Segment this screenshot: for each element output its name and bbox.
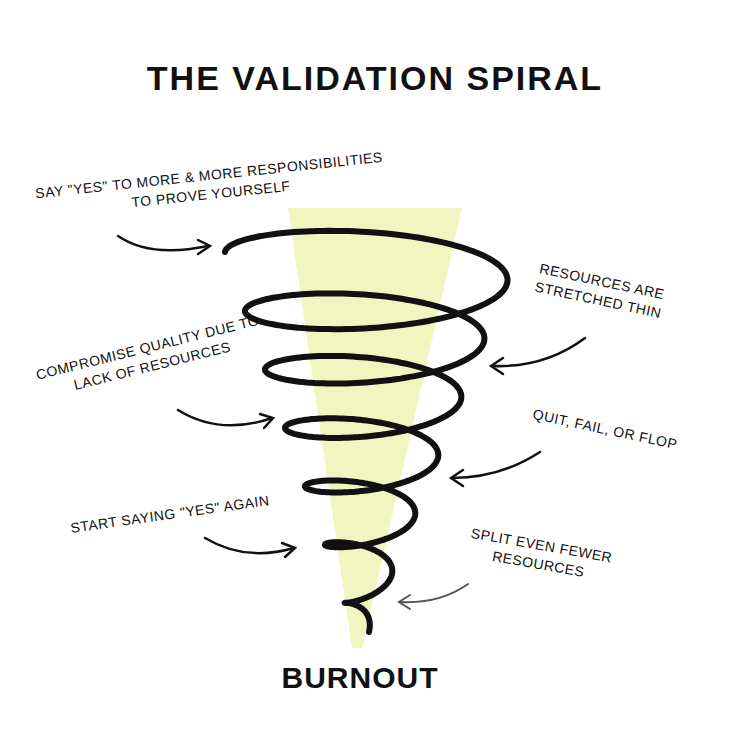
arrow-head <box>399 595 410 609</box>
arrow-head <box>282 543 295 557</box>
arrow-head <box>451 470 463 486</box>
leader-arrow <box>205 538 294 553</box>
leader-arrow <box>400 584 468 602</box>
end-label: BURNOUT <box>225 658 495 699</box>
step-label: COMPROMISE QUALITY DUE TO LACK OF RESOUR… <box>19 307 280 407</box>
leader-arrow <box>452 452 540 478</box>
leader-arrow <box>492 338 585 366</box>
light-cone <box>288 208 462 648</box>
title: THE VALIDATION SPIRAL <box>40 56 710 102</box>
step-label: QUIT, FAIL, OR FLOP <box>500 398 709 460</box>
leader-arrow <box>178 410 272 425</box>
leader-arrow <box>118 236 208 250</box>
arrow-head <box>198 240 210 254</box>
leader-arrows-grey <box>399 584 468 609</box>
step-label: START SAYING "YES" AGAIN <box>40 487 300 542</box>
arrow-head <box>260 414 273 428</box>
spiral-line <box>225 231 508 632</box>
arrow-head <box>491 358 503 374</box>
step-label: RESOURCES ARE STRETCHED THIN <box>518 256 682 326</box>
step-label: SPLIT EVEN FEWER RESOURCES <box>453 522 627 589</box>
